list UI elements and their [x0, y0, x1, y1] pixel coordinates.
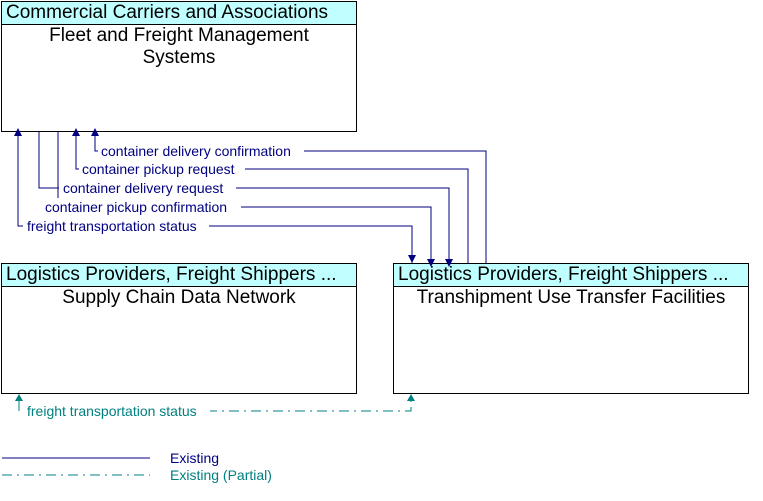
node-supply-header: Logistics Providers, Freight Shippers ..… [2, 264, 356, 287]
flow-label-freight-transportation-status-partial: freight transportation status [27, 403, 197, 419]
node-tranship-title: Transhipment Use Transfer Facilities [416, 287, 726, 308]
legend-existing-label: Existing [170, 450, 219, 466]
legend: Existing Existing (Partial) [2, 450, 272, 483]
flow-label-container-pickup-confirmation: container pickup confirmation [45, 199, 227, 215]
flow-container-delivery-confirmation: container delivery confirmation [91, 128, 487, 263]
node-tranship-header: Logistics Providers, Freight Shippers ..… [394, 264, 748, 287]
legend-partial-label: Existing (Partial) [170, 467, 272, 483]
node-fleet-title: Fleet and Freight Management Systems [49, 25, 309, 68]
flow-label-freight-transportation-status: freight transportation status [27, 218, 197, 234]
flow-freight-transportation-status-partial: freight transportation status [15, 394, 415, 420]
flow-label-container-delivery-confirmation: container delivery confirmation [101, 143, 291, 159]
flow-container-delivery-request: container delivery request [38, 132, 453, 267]
flow-freight-transportation-status: freight transportation status [14, 128, 416, 263]
node-transhipment-facilities: Logistics Providers, Freight Shippers ..… [393, 263, 749, 394]
node-fleet-header: Commercial Carriers and Associations [2, 2, 356, 25]
flow-container-pickup-request: container pickup request [72, 128, 469, 263]
node-fleet-freight-management: Commercial Carriers and Associations Fle… [1, 1, 357, 132]
flow-label-container-delivery-request: container delivery request [63, 180, 223, 196]
node-supply-chain-data-network: Logistics Providers, Freight Shippers ..… [1, 263, 357, 394]
flow-label-container-pickup-request: container pickup request [82, 161, 235, 177]
flow-container-pickup-confirmation: container pickup confirmation [41, 132, 435, 267]
node-supply-title: Supply Chain Data Network [62, 287, 296, 308]
